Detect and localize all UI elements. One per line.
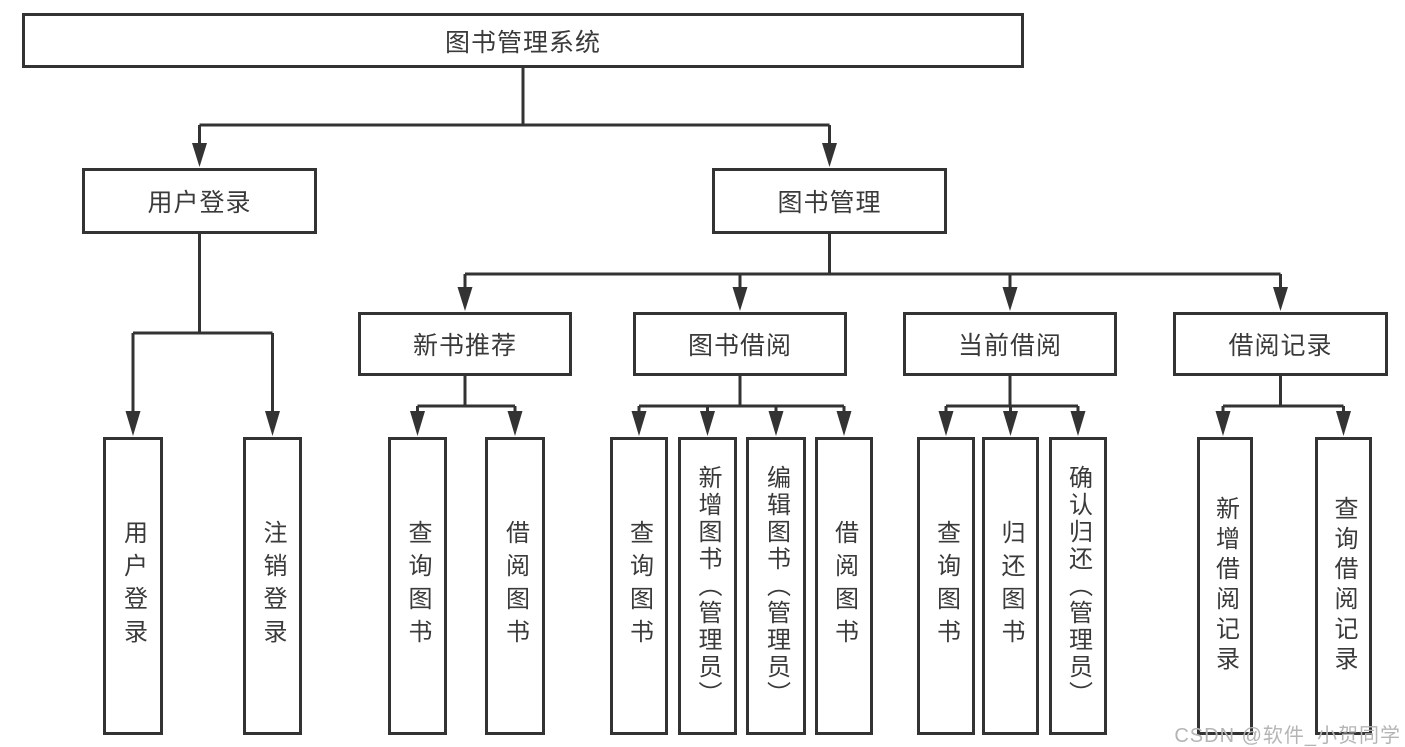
leaf-add-book-admin: 新增图书（管理员）	[678, 437, 737, 735]
leaf-borrow-book-borrow: 借阅图书	[815, 437, 873, 735]
node-current-borrow: 当前借阅	[903, 312, 1117, 376]
leaf-borrow-book-newrec-label: 借阅图书	[501, 520, 529, 652]
node-new-book-recommend: 新书推荐	[358, 312, 572, 376]
watermark: CSDN @软件_小贺同学	[1174, 725, 1401, 747]
node-root-label: 图书管理系统	[444, 28, 601, 57]
leaf-query-book-newrec-label: 查询图书	[404, 520, 431, 652]
leaf-confirm-return-admin: 确认归还（管理员）	[1049, 437, 1107, 735]
leaf-borrow-book-borrow-label: 借阅图书	[830, 520, 858, 652]
node-book-borrow: 图书借阅	[633, 312, 847, 376]
node-root: 图书管理系统	[22, 13, 1024, 68]
node-user-login-label: 用户登录	[147, 189, 252, 217]
leaf-add-borrow-record-label: 新增借阅记录	[1211, 496, 1239, 676]
leaf-confirm-return-admin-label: 确认归还（管理员）	[1064, 464, 1092, 708]
leaf-query-book-newrec: 查询图书	[388, 437, 447, 735]
leaf-logout-label: 注销登录	[259, 520, 286, 652]
leaf-query-book-current: 查询图书	[917, 437, 975, 735]
node-book-borrow-label: 图书借阅	[687, 332, 792, 360]
leaf-add-borrow-record: 新增借阅记录	[1197, 437, 1253, 735]
node-borrow-records-label: 借阅记录	[1228, 332, 1333, 360]
leaf-edit-book-admin-label: 编辑图书（管理员）	[762, 464, 790, 708]
leaf-edit-book-admin: 编辑图书（管理员）	[746, 437, 806, 735]
leaf-query-borrow-record-label: 查询借阅记录	[1330, 496, 1357, 676]
leaf-return-book: 归还图书	[982, 437, 1039, 735]
leaf-query-book-borrow-label: 查询图书	[625, 520, 653, 652]
node-current-borrow-label: 当前借阅	[957, 332, 1062, 360]
node-book-management: 图书管理	[712, 168, 947, 234]
leaf-user-login: 用户登录	[103, 437, 163, 735]
leaf-query-borrow-record: 查询借阅记录	[1315, 437, 1372, 735]
leaf-query-book-current-label: 查询图书	[932, 520, 960, 652]
node-user-login: 用户登录	[82, 168, 317, 234]
leaf-add-book-admin-label: 新增图书（管理员）	[694, 464, 721, 708]
node-borrow-records: 借阅记录	[1173, 312, 1388, 376]
node-book-management-label: 图书管理	[777, 189, 882, 217]
leaf-user-login-label: 用户登录	[119, 520, 147, 652]
leaf-query-book-borrow: 查询图书	[610, 437, 668, 735]
leaf-borrow-book-newrec: 借阅图书	[485, 437, 545, 735]
leaf-logout: 注销登录	[243, 437, 302, 735]
node-new-book-recommend-label: 新书推荐	[412, 332, 517, 360]
leaf-return-book-label: 归还图书	[997, 520, 1024, 652]
